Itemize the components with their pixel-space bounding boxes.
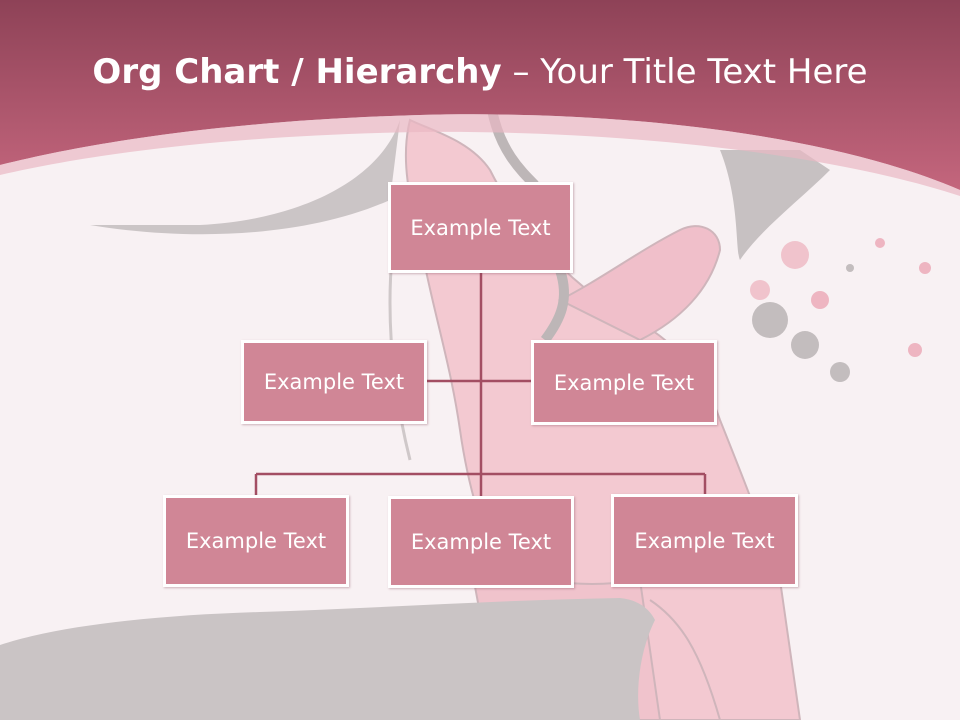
slide-title-separator: –	[501, 52, 541, 92]
slide-title-rest: Your Title Text Here	[540, 52, 868, 92]
org-node-root[interactable]: Example Text	[388, 182, 573, 273]
ground-brushstroke	[0, 598, 655, 720]
org-node-assistant-right-label: Example Text	[553, 370, 695, 395]
org-node-root-label: Example Text	[410, 215, 551, 240]
org-node-child-right-label: Example Text	[634, 528, 775, 553]
org-node-child-center-label: Example Text	[410, 530, 552, 554]
org-node-child-left-label: Example Text	[185, 529, 327, 553]
org-node-assistant-left-label: Example Text	[263, 370, 405, 394]
slide-title: Org Chart / Hierarchy – Your Title Text …	[0, 52, 960, 92]
org-node-assistant-left[interactable]: Example Text	[241, 340, 427, 424]
org-node-child-right[interactable]: Example Text	[611, 494, 798, 587]
org-node-child-center[interactable]: Example Text	[388, 496, 574, 588]
header-band	[0, 0, 960, 190]
slide-title-bold: Org Chart / Hierarchy	[92, 52, 502, 92]
org-node-child-left[interactable]: Example Text	[163, 495, 349, 587]
org-node-assistant-right[interactable]: Example Text	[531, 340, 717, 425]
